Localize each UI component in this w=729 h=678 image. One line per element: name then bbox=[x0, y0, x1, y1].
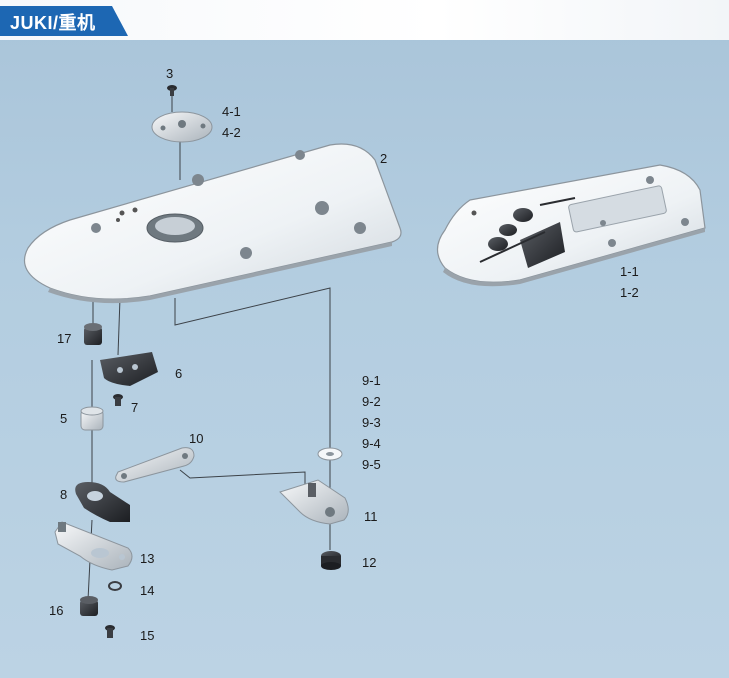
callout-group-1: 1-1 1-2 bbox=[620, 264, 639, 306]
part-4-washer-plate bbox=[151, 111, 213, 143]
callout-9-3: 9-3 bbox=[362, 415, 381, 430]
header-tab bbox=[0, 6, 128, 36]
part-6-knife-blade bbox=[100, 352, 158, 386]
part-5-bushing bbox=[80, 406, 104, 431]
part-7-screw bbox=[113, 394, 123, 406]
callout-4-2: 4-2 bbox=[222, 125, 241, 140]
callout-group-4: 4-1 4-2 bbox=[222, 104, 241, 146]
callout-2: 2 bbox=[380, 151, 388, 166]
callout-16: 16 bbox=[49, 603, 64, 618]
callout-10: 10 bbox=[189, 431, 204, 446]
part-17-nut bbox=[84, 323, 102, 345]
callout-9-1: 9-1 bbox=[362, 373, 381, 388]
callout-5: 5 bbox=[60, 411, 68, 426]
callout-4-1: 4-1 bbox=[222, 104, 241, 119]
callout-1-2: 1-2 bbox=[620, 285, 639, 300]
part-16-set-screw bbox=[80, 596, 98, 616]
callout-1-1: 1-1 bbox=[620, 264, 639, 279]
callout-12: 12 bbox=[362, 555, 377, 570]
part-3-screw bbox=[167, 85, 177, 96]
callout-13: 13 bbox=[140, 551, 155, 566]
part-8-cam-lever bbox=[75, 482, 130, 522]
callout-7: 7 bbox=[131, 400, 139, 415]
part-12-knob bbox=[321, 551, 341, 570]
part-2-needle-plate bbox=[23, 143, 402, 304]
page-title: JUKI/重机 bbox=[10, 13, 96, 33]
callout-9-4: 9-4 bbox=[362, 436, 381, 451]
part-11-bracket bbox=[279, 479, 349, 525]
callout-15: 15 bbox=[140, 628, 155, 643]
callout-6: 6 bbox=[175, 366, 183, 381]
part-13-lever-plate bbox=[54, 521, 133, 571]
callout-8: 8 bbox=[60, 487, 68, 502]
callout-11: 11 bbox=[364, 509, 378, 524]
callout-group-9: 9-1 9-2 9-3 9-4 9-5 bbox=[362, 373, 381, 478]
part-1-assembled-plate bbox=[436, 164, 706, 287]
callout-9-2: 9-2 bbox=[362, 394, 381, 409]
callout-3: 3 bbox=[166, 66, 174, 81]
callout-14: 14 bbox=[140, 583, 155, 598]
callout-17: 17 bbox=[57, 331, 72, 346]
callout-9-5: 9-5 bbox=[362, 457, 381, 472]
part-10-link-plate bbox=[115, 447, 195, 483]
part-15-screw bbox=[105, 625, 115, 638]
part-9-washer bbox=[317, 447, 343, 461]
part-14-ring bbox=[108, 581, 122, 591]
